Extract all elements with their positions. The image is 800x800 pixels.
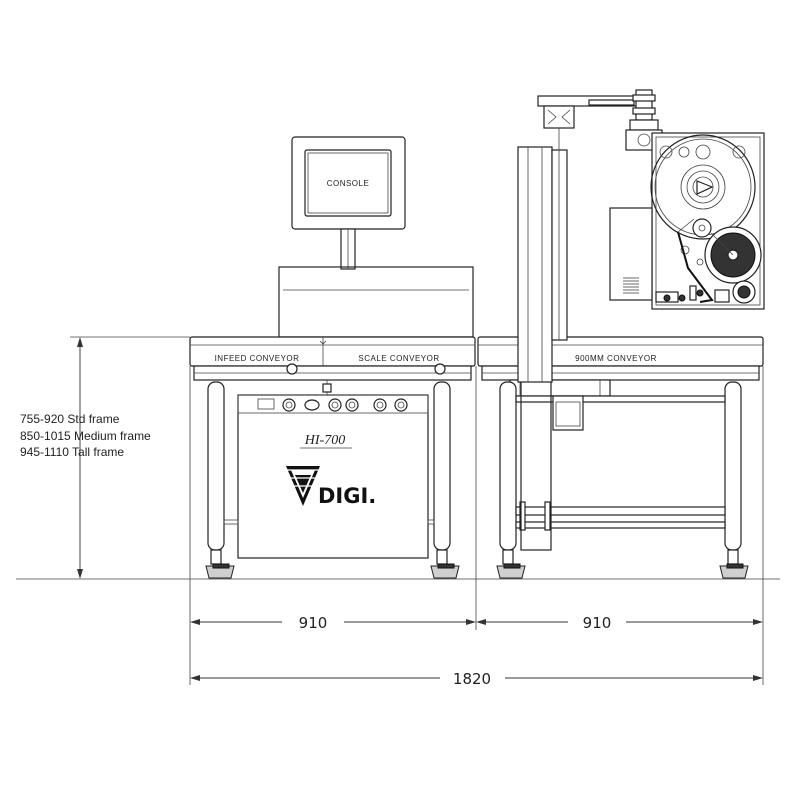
left-conveyor-bed: INFEED CONVEYOR SCALE CONVEYOR: [189, 336, 476, 381]
frame-height-tall: 945-1110 Tall frame: [20, 445, 125, 459]
right-width-dimension: 910: [583, 614, 612, 632]
height-dimension: [70, 336, 190, 579]
play-icon: [696, 180, 714, 195]
left-width-dimension: 910: [299, 614, 328, 632]
vent-grille-icon: [623, 277, 639, 294]
right-frame: [496, 379, 749, 579]
total-width-dimension: 1820: [453, 670, 491, 688]
digi-logo-icon: [284, 466, 322, 506]
left-frame: HI-700 DIGI.: [205, 380, 460, 579]
width-dimensions: 910 910 1820: [189, 366, 764, 688]
labeler-head: [609, 132, 765, 310]
console-unit: CONSOLE: [291, 136, 406, 270]
infeed-conveyor-label: INFEED CONVEYOR: [215, 354, 300, 363]
frame-height-medium: 850-1015 Medium frame: [20, 428, 151, 443]
brand-label: DIGI.: [318, 484, 376, 508]
frame-height-std: 755-920 Std frame: [20, 412, 120, 426]
900mm-conveyor-label: 900MM CONVEYOR: [575, 354, 657, 363]
model-label: HI-700: [304, 433, 345, 448]
console-label: CONSOLE: [327, 179, 370, 188]
scale-conveyor-label: SCALE CONVEYOR: [358, 354, 439, 363]
frame-height-notes: 755-920 Std frame 850-1015 Medium frame …: [20, 411, 180, 461]
